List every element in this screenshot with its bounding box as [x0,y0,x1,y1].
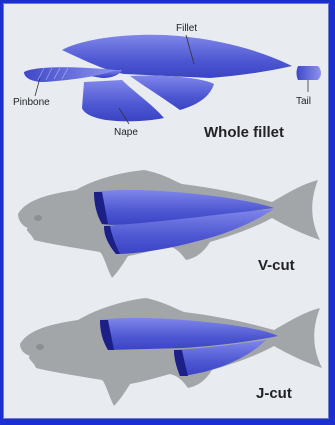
tail-label: Tail [296,96,311,107]
diagram-frame: Fillet Pinbone Nape Tail Whole fillet V-… [3,3,329,419]
j-cut-section: J-cut [20,298,322,406]
tail-piece [297,66,322,80]
fish-eye-vcut [34,215,42,221]
whole-fillet-title: Whole fillet [204,124,284,141]
fillet-cuts-diagram: Fillet Pinbone Nape Tail Whole fillet V-… [4,4,329,419]
v-cut-section: V-cut [18,170,320,278]
j-cut-label: J-cut [256,385,292,402]
v-cut-label: V-cut [258,257,295,274]
whole-fillet-section: Fillet Pinbone Nape Tail Whole fillet [13,23,321,141]
fillet-label: Fillet [176,23,197,34]
nape-label: Nape [114,127,138,138]
pinbone-label: Pinbone [13,97,50,108]
fish-eye-jcut [36,344,44,350]
